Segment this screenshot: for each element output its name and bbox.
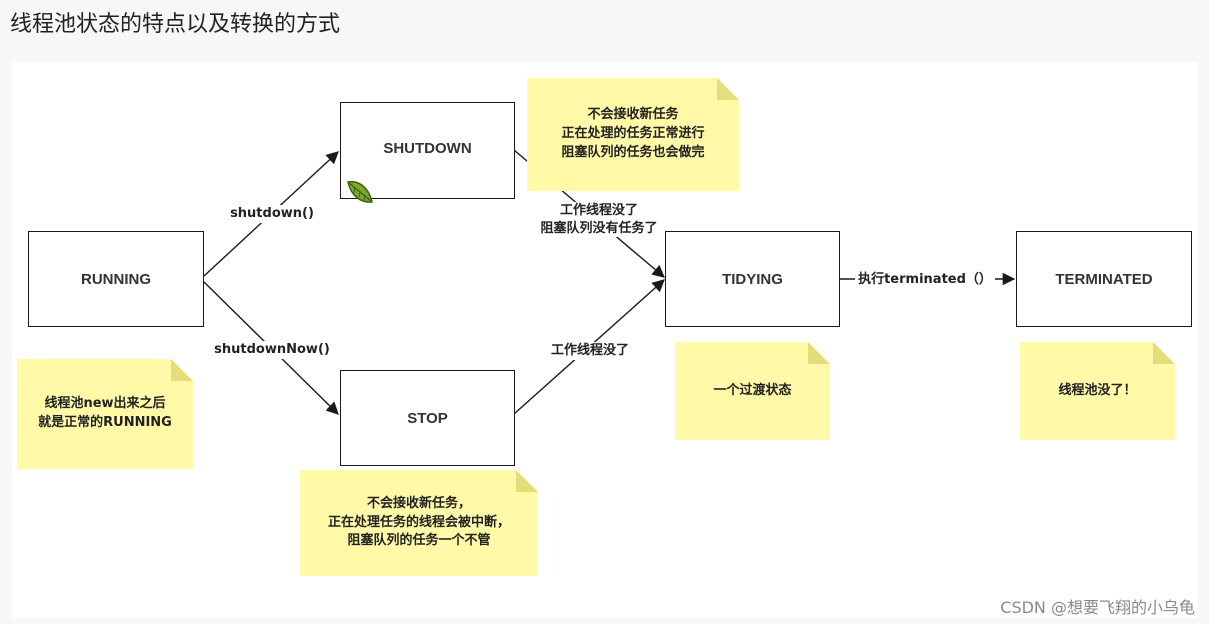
page-title: 线程池状态的特点以及转换的方式 [10, 12, 341, 37]
note-stop: 不会接收新任务， 正在处理任务的线程会被中断， 阻塞队列的任务一个不管 [300, 470, 538, 576]
edge-label-shutdown: shutdown() [222, 205, 322, 223]
note-terminated: 线程池没了！ [1020, 342, 1175, 440]
state-tidying: TIDYING [665, 231, 840, 327]
leaf-icon [347, 180, 373, 203]
note-shutdown: 不会接收新任务 正在处理的任务正常进行 阻塞队列的任务也会做完 [527, 78, 739, 191]
state-terminated: TERMINATED [1016, 231, 1192, 327]
edge-label-stop-tidying: 工作线程没了 [540, 342, 640, 360]
edge-label-terminated: 执行terminated（） [855, 271, 995, 289]
note-tidying: 一个过渡状态 [675, 342, 830, 440]
state-shutdown: SHUTDOWN [340, 102, 515, 203]
state-shutdown-label: SHUTDOWN [383, 140, 472, 157]
state-running: RUNNING [28, 231, 204, 327]
edge-label-shutdown-tidying: 工作线程没了 阻塞队列没有任务了 [528, 202, 670, 238]
note-running: 线程池new出来之后 就是正常的RUNNING [17, 359, 193, 469]
state-stop: STOP [340, 370, 515, 466]
watermark: CSDN @想要飞翔的小乌龟 [1000, 598, 1195, 617]
edge-label-shutdownnow: shutdownNow() [206, 341, 338, 359]
